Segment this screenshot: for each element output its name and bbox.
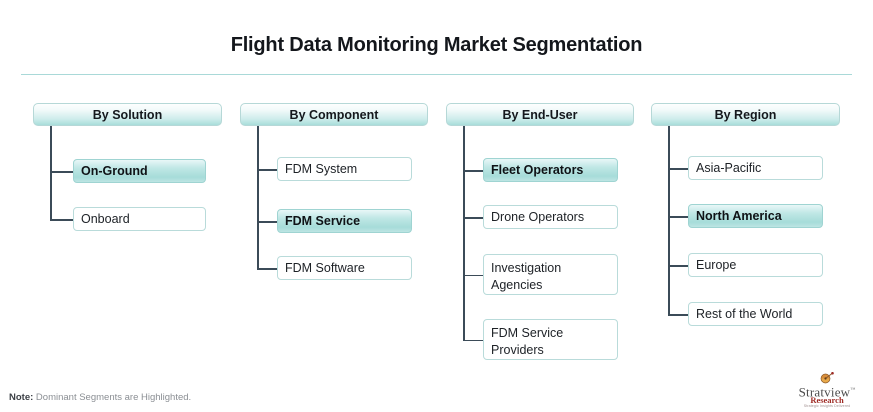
segment-node[interactable]: FDM Software [277,256,412,280]
logo-trademark: ™ [850,388,856,393]
segment-node-label: North America [696,209,782,223]
column-header-1[interactable]: By Solution [33,103,222,126]
column-header-4[interactable]: By Region [651,103,840,126]
stratview-logo-mark-icon [820,372,834,384]
connector-stub-2-2 [257,221,277,223]
footnote-label: Note: [9,392,34,403]
connector-trunk-3 [463,126,465,340]
connector-stub-3-2 [463,217,483,219]
connector-stub-2-1 [257,169,277,171]
segment-node[interactable]: Europe [688,253,823,277]
footnote: Note: Dominant Segments are Highlighted. [9,392,191,403]
segment-node-label: Asia-Pacific [696,161,762,175]
segment-node-label: Europe [696,258,737,272]
page-title: Flight Data Monitoring Market Segmentati… [230,34,643,56]
segment-node-label: Drone Operators [491,210,585,224]
title-divider [21,74,852,75]
segment-node-label: On-Ground [81,164,148,178]
segment-node-highlighted[interactable]: FDM Service [277,209,412,233]
segment-node[interactable]: FDM System [277,157,412,181]
logo-tagline: Strategic Insights Delivered [803,404,851,408]
connector-stub-4-3 [668,265,688,267]
connector-stub-3-3 [463,274,483,277]
footnote-text: Dominant Segments are Highlighted. [33,392,192,403]
connector-stub-4-2 [668,216,688,218]
segment-node-label: Onboard [81,212,130,226]
stratview-research-logo: Stratview™ Research Strategic Insights D… [786,372,868,408]
segment-node-label: Rest of the World [696,307,793,321]
column-header-2[interactable]: By Component [240,103,428,126]
segment-node-label: FDM Service [285,214,361,228]
connector-stub-1-2 [50,219,73,221]
logo-subtitle: Research [810,395,844,405]
segment-node[interactable]: Onboard [73,207,206,231]
segment-node-highlighted[interactable]: Fleet Operators [483,158,618,182]
connector-trunk-2 [257,126,259,268]
segment-node-highlighted[interactable]: North America [688,204,823,228]
connector-trunk-4 [668,126,670,314]
connector-stub-3-4 [463,339,483,342]
segment-node[interactable]: Asia-Pacific [688,156,823,180]
connector-stub-4-1 [668,168,688,170]
segment-node-highlighted[interactable]: On-Ground [73,159,206,183]
connector-stub-1-1 [50,171,73,173]
column-header-3[interactable]: By End-User [446,103,634,126]
segment-node[interactable]: Drone Operators [483,205,618,229]
connector-stub-2-3 [257,268,277,270]
connector-stub-4-4 [668,314,688,316]
segment-node[interactable]: Rest of the World [688,302,823,326]
logo-wordmark: Stratview™ [786,384,868,398]
segment-node-label: FDM System [285,162,358,176]
segment-node-label: Fleet Operators [491,163,584,177]
segment-node-label: FDM Software [285,261,365,275]
connector-stub-3-1 [463,170,483,172]
logo-name: Stratview [798,384,851,400]
